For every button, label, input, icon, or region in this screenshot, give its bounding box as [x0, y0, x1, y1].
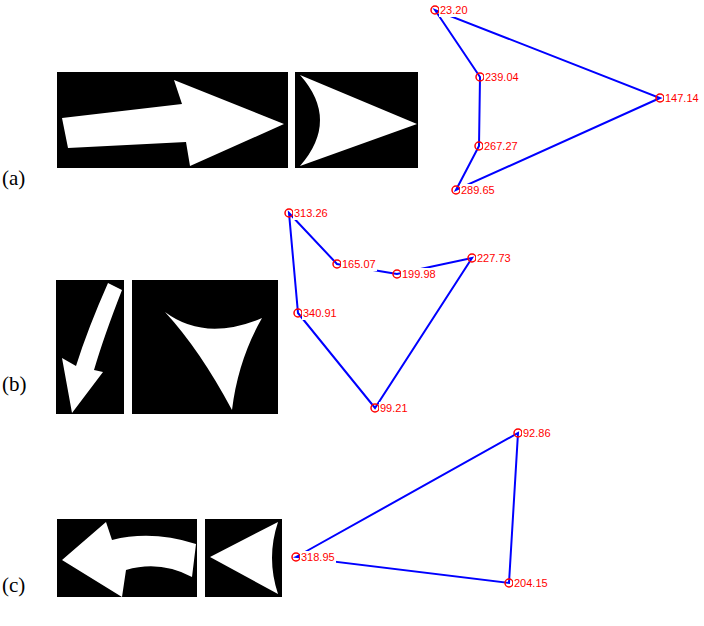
vertex-marker: [656, 94, 664, 102]
vertex-value: 227.73: [476, 252, 512, 265]
arrow-shape: [62, 283, 122, 413]
vertex-marker: [285, 209, 293, 217]
vertex-marker: [505, 579, 513, 587]
binary-image: [56, 280, 124, 414]
panel-label: (c): [2, 573, 25, 597]
vertex-value: 239.04: [484, 71, 520, 84]
vertex-marker: [452, 186, 460, 194]
vertex-marker: [292, 553, 300, 561]
arrow-shape: [62, 522, 196, 597]
vertex-marker: [475, 142, 483, 150]
vertex-marker: [431, 6, 439, 14]
vertex-marker: [333, 260, 341, 268]
vertex-value: 92.86: [522, 427, 552, 440]
vertex-marker: [371, 404, 379, 412]
vertex-marker: [476, 73, 484, 81]
arrow-head-shape: [210, 522, 278, 594]
vertex-value: 165.07: [341, 258, 377, 271]
contour-polygon: [289, 213, 472, 408]
arrow-shape: [62, 80, 284, 166]
binary-image: [205, 519, 282, 597]
panel-label: (b): [2, 372, 27, 396]
vertex-value: 99.21: [379, 402, 409, 415]
vertex-value: 267.27: [483, 140, 519, 153]
vertex-marker: [393, 270, 401, 278]
vertex-marker: [468, 254, 476, 262]
vertex-marker: [514, 429, 522, 437]
vertex-value: 313.26: [293, 207, 329, 220]
vertex-value: 289.65: [460, 184, 496, 197]
binary-image: [57, 72, 288, 168]
contour-polygon: [435, 10, 660, 190]
vertex-value: 199.98: [401, 268, 437, 281]
contour-polygon: [296, 433, 518, 583]
binary-image: [295, 72, 418, 168]
vertex-value: 318.95: [300, 551, 336, 564]
vertex-value: 204.15: [513, 577, 549, 590]
panel-label: (a): [2, 166, 25, 190]
arrow-head-shape: [165, 312, 262, 410]
vertex-value: 23.20: [439, 4, 469, 17]
binary-image: [132, 280, 278, 414]
arrow-head-shape: [300, 75, 417, 166]
binary-image: [57, 519, 197, 597]
vertex-marker: [294, 309, 302, 317]
vertex-value: 147.14: [664, 92, 700, 105]
vertex-value: 340.91: [302, 307, 338, 320]
